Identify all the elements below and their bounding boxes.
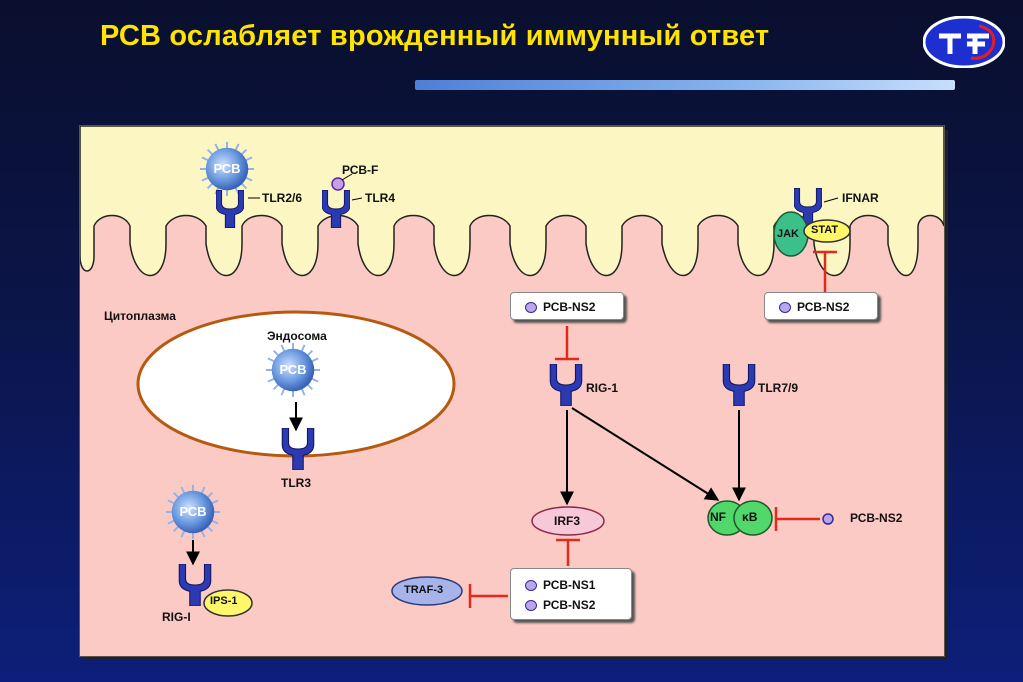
- ns2-box-rig: РСВ-NS2: [510, 292, 624, 320]
- ns2-box-stat: РСВ-NS2: [764, 292, 878, 320]
- nfkb-right: [733, 500, 773, 536]
- logo-icon: [923, 16, 1005, 68]
- ifnar-label: IFNAR: [842, 191, 879, 205]
- nf-label: NF: [710, 510, 726, 524]
- slide-title: РСВ ослабляет врожденный иммунный ответ: [100, 20, 770, 52]
- tlr79-label: TLR7/9: [758, 381, 799, 395]
- irf3-label: IRF3: [554, 514, 581, 528]
- irf3: [531, 506, 605, 536]
- protein-dot-icon: [525, 580, 537, 592]
- ips1: [203, 589, 253, 617]
- membrane: [80, 126, 944, 276]
- cell-diagram: РСВ РСВ РСВ TLR2/6 РСВ-F TLR4 IFNAR JAK …: [79, 125, 945, 657]
- tlr26-label: TLR2/6: [262, 191, 303, 205]
- virus-label: РСВ: [179, 504, 207, 519]
- rsvf-label: РСВ-F: [342, 163, 379, 177]
- endosome-label: Эндосома: [267, 329, 327, 343]
- receptor-icon: [549, 364, 583, 406]
- cytoplasm-label: Цитоплазма: [104, 309, 176, 323]
- protein-dot-icon: [525, 600, 537, 612]
- protein-dot-icon: [822, 513, 834, 525]
- virus-label: РСВ: [213, 161, 241, 176]
- traf3-label: TRAF-3: [404, 584, 444, 596]
- protein-dot-icon: [525, 302, 537, 314]
- tlr3-label: TLR3: [281, 476, 311, 490]
- tlr4-label: TLR4: [365, 191, 395, 205]
- rig1-label: RIG-1: [586, 381, 619, 395]
- title-underline: [415, 80, 955, 90]
- stat-label: STAT: [811, 224, 839, 236]
- protein-dot-icon: [779, 302, 791, 314]
- stat: [803, 219, 851, 243]
- traf3: [391, 576, 463, 606]
- protein-dot-icon: [331, 177, 345, 191]
- ns2-label: РСВ-NS2: [850, 511, 903, 525]
- virus-label: РСВ: [279, 362, 307, 377]
- receptor-icon: [722, 364, 756, 406]
- rigi-label: RIG-I: [162, 610, 191, 624]
- jak-label: JAK: [777, 228, 800, 240]
- ns1-ns2-box: РСВ-NS1 РСВ-NS2: [510, 568, 632, 620]
- kb-label: κB: [742, 510, 758, 524]
- ips1-label: IPS-1: [210, 595, 238, 607]
